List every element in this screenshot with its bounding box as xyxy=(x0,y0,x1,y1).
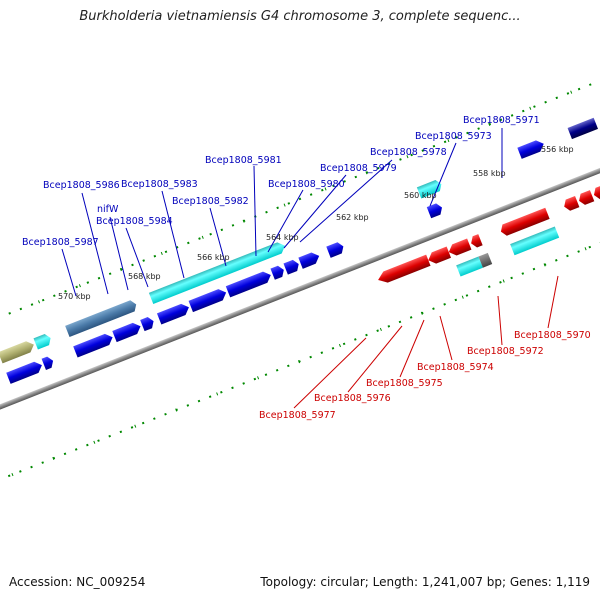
gene-bcep1808-5970 xyxy=(579,190,595,205)
gene-bcep1808-5980 xyxy=(225,271,271,298)
label-bcep1808-5975[interactable]: Bcep1808_5975 xyxy=(366,378,443,389)
label-bcep1808-5980[interactable]: Bcep1808_5980 xyxy=(268,179,345,190)
label-bcep1808-5984[interactable]: Bcep1808_5984 xyxy=(96,216,173,227)
scale-label-570: 570 kbp xyxy=(58,292,91,301)
label-bcep1808-5971[interactable]: Bcep1808_5971 xyxy=(463,115,540,126)
label-nifw[interactable]: nifW xyxy=(97,204,119,215)
scale-label-556: 556 kbp xyxy=(541,145,574,154)
gene-bcep1808-5987 xyxy=(73,333,113,358)
accession-text: Accession: NC_009254 xyxy=(9,575,146,589)
outer-scale-dots xyxy=(0,43,600,368)
scale-label-562: 562 kbp xyxy=(336,213,369,222)
gene-bcep1808-5983 xyxy=(148,242,286,305)
outer-scale-ticks xyxy=(0,42,600,368)
gene-blue-c xyxy=(326,242,344,258)
label-bcep1808-5982[interactable]: Bcep1808_5982 xyxy=(172,196,249,207)
gene-red-e xyxy=(564,195,580,211)
gene-navy xyxy=(567,117,599,140)
label-bcep1808-5979[interactable]: Bcep1808_5979 xyxy=(320,163,397,174)
label-bcep1808-5977[interactable]: Bcep1808_5977 xyxy=(259,410,336,421)
gene-red-f xyxy=(593,179,600,200)
gene-bcep1808-5981 xyxy=(188,289,227,313)
gene-bcep1808-5977 xyxy=(378,254,431,283)
scale-label-560: 560 kbp xyxy=(404,191,437,200)
topology-summary: Topology: circular; Length: 1,241,007 bp… xyxy=(260,575,590,589)
gene-bcep1808-5976 xyxy=(428,246,452,264)
gene-bcep1808-5974 xyxy=(456,256,483,277)
scale-label-566: 566 kbp xyxy=(197,253,230,262)
gene-red-small xyxy=(471,234,483,248)
gene-bcep1808-5978-b xyxy=(298,252,320,269)
label-bcep1808-5981[interactable]: Bcep1808_5981 xyxy=(205,155,282,166)
label-bcep1808-5987[interactable]: Bcep1808_5987 xyxy=(22,237,99,248)
gene-blue-a xyxy=(6,361,42,384)
gene-bcep1808-5975 xyxy=(448,238,472,256)
gene-cyan-small xyxy=(33,333,51,350)
label-bcep1808-5972[interactable]: Bcep1808_5972 xyxy=(467,346,544,357)
label-bcep1808-5986[interactable]: Bcep1808_5986 xyxy=(43,180,120,191)
gene-nifw xyxy=(112,322,141,343)
gene-bcep1808-5984 xyxy=(140,317,154,332)
gene-olive xyxy=(0,341,34,364)
label-bcep1808-5970[interactable]: Bcep1808_5970 xyxy=(514,330,591,341)
label-bcep1808-5983[interactable]: Bcep1808_5983 xyxy=(121,179,198,190)
gene-bcep1808-5979 xyxy=(270,265,284,280)
reverse-leader-lines xyxy=(293,275,559,409)
gene-bcep1808-5982 xyxy=(156,303,189,325)
inner-scale-ticks xyxy=(0,183,600,509)
gene-bcep1808-5986 xyxy=(65,300,137,338)
scale-label-568: 568 kbp xyxy=(128,272,161,281)
gene-blue-b xyxy=(41,356,54,370)
gene-blue-d xyxy=(426,203,442,219)
label-bcep1808-5973[interactable]: Bcep1808_5973 xyxy=(415,131,492,142)
gene-bcep1808-5972 xyxy=(500,207,550,236)
gene-grey xyxy=(478,252,493,268)
label-bcep1808-5974[interactable]: Bcep1808_5974 xyxy=(417,362,494,373)
gene-cyan-reverse xyxy=(510,226,560,256)
scale-label-558: 558 kbp xyxy=(473,169,506,178)
label-bcep1808-5976[interactable]: Bcep1808_5976 xyxy=(314,393,391,404)
map-title: Burkholderia vietnamiensis G4 chromosome… xyxy=(79,9,521,24)
label-bcep1808-5978[interactable]: Bcep1808_5978 xyxy=(370,147,447,158)
forward-leader-lines xyxy=(61,128,503,297)
scale-label-564: 564 kbp xyxy=(266,233,299,242)
gene-bcep1808-5971 xyxy=(517,140,544,159)
gene-bcep1808-5978-a xyxy=(283,259,299,275)
genome-backbone xyxy=(0,119,600,447)
gene-bcep1808-5973 xyxy=(416,180,442,199)
